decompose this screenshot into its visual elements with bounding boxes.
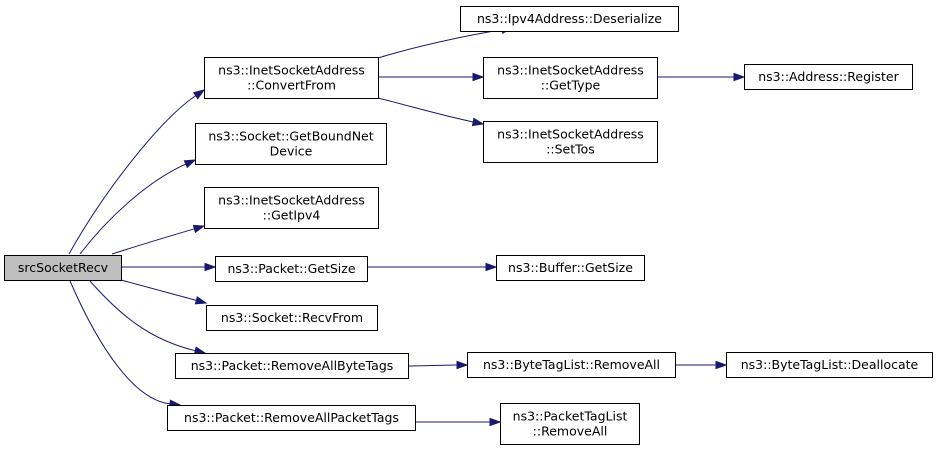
node-label-line: Device — [270, 144, 313, 159]
node-label-line: ns3::PacketTagList — [513, 409, 628, 424]
node-label-line: ns3::ByteTagList::RemoveAll — [483, 357, 660, 372]
node-label-line: ns3::Socket::RecvFrom — [221, 310, 363, 325]
node-label-line: ns3::InetSocketAddress — [218, 63, 365, 78]
edge-srcSocketRecv-to-getIpv4 — [111, 224, 206, 255]
node-box — [483, 57, 658, 99]
arrowhead — [204, 262, 217, 272]
node-label-line: ::GetIpv4 — [263, 208, 321, 223]
edge-srcSocketRecv-to-removeAllByteTags — [89, 280, 207, 355]
node-label-line: ns3::ByteTagList::Deallocate — [741, 357, 919, 372]
arrowhead — [183, 159, 197, 169]
node-label-line: ns3::InetSocketAddress — [497, 127, 644, 142]
edge-convertFrom-to-setTos — [377, 97, 485, 127]
edge-getType-to-addressRegister — [656, 72, 746, 82]
edge-convertFrom-to-getType — [377, 72, 485, 82]
node-label-line: ns3::Address::Register — [758, 69, 899, 84]
edge-srcSocketRecv-to-removeAllPacketTags — [69, 280, 182, 409]
node-convertFrom[interactable]: ns3::InetSocketAddress::ConvertFrom — [204, 57, 379, 99]
node-byteTagListRemoveAll[interactable]: ns3::ByteTagList::RemoveAll — [467, 352, 676, 378]
node-label-line: ns3::Packet::RemoveAllByteTags — [191, 358, 394, 373]
node-box — [195, 123, 387, 165]
node-box — [460, 6, 679, 32]
node-getType[interactable]: ns3::InetSocketAddress::GetType — [483, 57, 658, 99]
node-box — [4, 255, 122, 281]
arrowhead — [194, 296, 208, 305]
node-bufferGetSize[interactable]: ns3::Buffer::GetSize — [496, 255, 645, 281]
node-box — [467, 352, 676, 378]
arrowhead — [472, 72, 485, 82]
edge-line — [69, 280, 171, 405]
node-box — [744, 64, 913, 90]
node-recvFrom[interactable]: ns3::Socket::RecvFrom — [206, 305, 378, 331]
edge-line — [120, 279, 197, 301]
node-box — [206, 305, 378, 331]
node-removeAllByteTags[interactable]: ns3::Packet::RemoveAllByteTags — [175, 353, 409, 379]
edge-line — [68, 95, 197, 255]
edge-srcSocketRecv-to-packetGetSize — [120, 262, 217, 272]
edge-srcSocketRecv-to-getBoundNetDevice — [79, 159, 197, 255]
node-box — [215, 256, 368, 282]
edge-packetGetSize-to-bufferGetSize — [366, 262, 498, 272]
edge-line — [377, 29, 503, 59]
node-label-line: ns3::Packet::GetSize — [227, 261, 355, 276]
node-label-line: ns3::Ipv4Address::Deserialize — [477, 11, 662, 26]
arrowhead — [456, 360, 469, 370]
node-setTos[interactable]: ns3::InetSocketAddress::SetTos — [483, 121, 658, 163]
node-packetTagListRemoveAll[interactable]: ns3::PacketTagList::RemoveAll — [500, 403, 640, 445]
node-label-line: ::ConvertFrom — [247, 78, 336, 93]
node-box — [496, 255, 645, 281]
arrowhead — [192, 224, 206, 234]
node-box — [175, 353, 409, 379]
edge-removeAllPacketTags-to-packetTagListRemoveAll — [414, 417, 502, 427]
node-packetGetSize[interactable]: ns3::Packet::GetSize — [215, 256, 368, 282]
node-label-line: srcSocketRecv — [18, 260, 109, 275]
arrowhead — [471, 117, 485, 127]
nodes-layer: srcSocketRecv ns3::InetSocketAddress::Con… — [4, 6, 933, 445]
arrowhead — [715, 360, 728, 370]
edges-layer — [68, 25, 746, 427]
edge-line — [111, 228, 195, 255]
node-ipv4Deserialize[interactable]: ns3::Ipv4Address::Deserialize — [460, 6, 679, 32]
edge-line — [407, 364, 458, 367]
node-box — [204, 57, 379, 99]
arrowhead — [733, 72, 746, 82]
node-box — [726, 352, 933, 378]
node-byteTagListDeallocate[interactable]: ns3::ByteTagList::Deallocate — [726, 352, 933, 378]
edge-srcSocketRecv-to-convertFrom — [68, 89, 206, 255]
node-label-line: ns3::Buffer::GetSize — [508, 260, 633, 275]
node-label-line: ::SetTos — [546, 142, 595, 157]
node-label-line: ::RemoveAll — [533, 424, 608, 439]
node-label-line: ::GetType — [541, 78, 601, 93]
node-box — [167, 405, 416, 431]
node-getIpv4[interactable]: ns3::InetSocketAddress::GetIpv4 — [204, 187, 379, 229]
arrowhead — [485, 262, 498, 272]
edge-line — [79, 163, 187, 255]
node-label-line: ns3::Socket::GetBoundNet — [208, 129, 373, 144]
node-removeAllPacketTags[interactable]: ns3::Packet::RemoveAllPacketTags — [167, 405, 416, 431]
edge-byteTagListRemoveAll-to-byteTagListDeallocate — [675, 360, 728, 370]
edge-srcSocketRecv-to-recvFrom — [120, 279, 208, 305]
node-addressRegister[interactable]: ns3::Address::Register — [744, 64, 913, 90]
arrowhead — [489, 417, 502, 427]
node-label-line: ns3::Packet::RemoveAllPacketTags — [184, 410, 399, 425]
arrowhead — [192, 89, 206, 100]
node-box — [483, 121, 658, 163]
node-label-line: ns3::InetSocketAddress — [497, 63, 644, 78]
node-box — [204, 187, 379, 229]
edge-removeAllByteTags-to-byteTagListRemoveAll — [407, 360, 469, 370]
edge-line — [89, 280, 196, 352]
node-label-line: ns3::InetSocketAddress — [218, 193, 365, 208]
node-box — [500, 403, 640, 445]
node-srcSocketRecv: srcSocketRecv — [4, 255, 122, 281]
edge-line — [377, 97, 474, 123]
